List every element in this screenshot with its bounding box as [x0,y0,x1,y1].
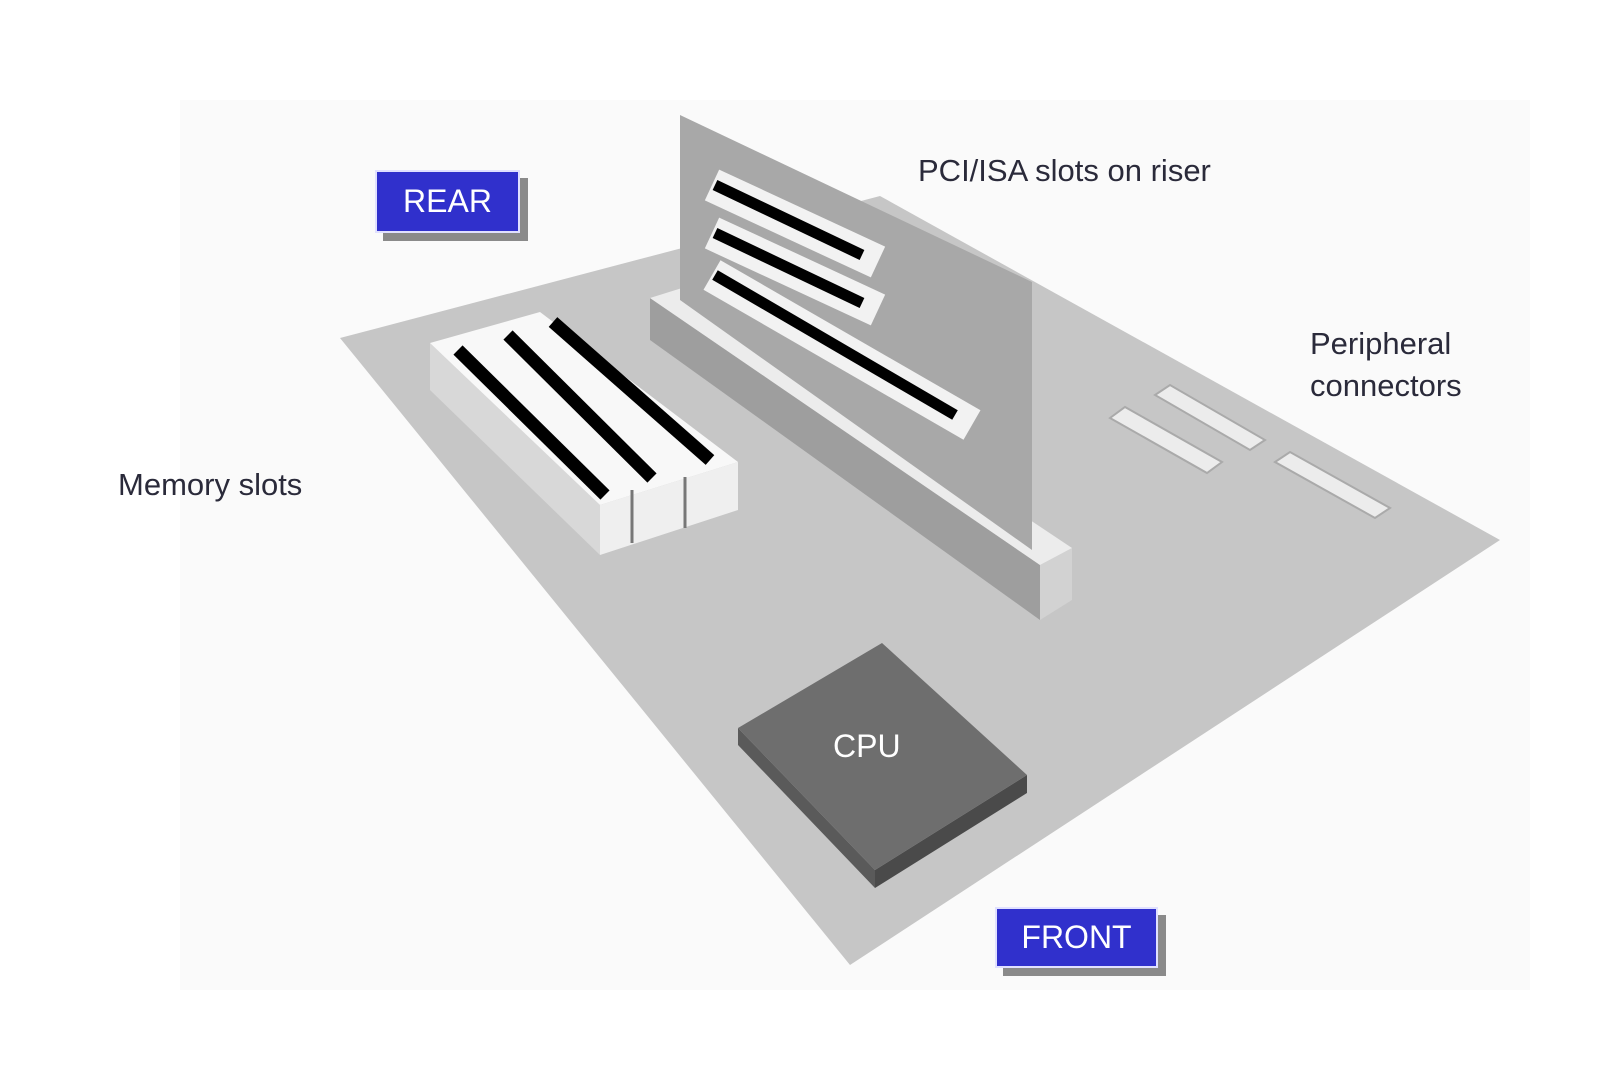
riser-slots-label: PCI/ISA slots on riser [918,153,1211,188]
memory-slots-label: Memory slots [118,467,303,502]
memory-slot [453,345,610,500]
cpu-chip [738,643,1027,888]
cpu-label: CPU [833,728,901,764]
peripheral-label-line1: Peripheral [1310,326,1452,361]
memory-slot [548,317,715,465]
riser-slots [703,169,981,440]
memory-slot [503,330,657,483]
front-label: FRONT [995,907,1158,968]
memory-slots [430,312,738,555]
rear-label: REAR [375,170,520,233]
peripheral-connectors [1108,383,1392,520]
peripheral-label-line2: connectors [1310,368,1462,403]
